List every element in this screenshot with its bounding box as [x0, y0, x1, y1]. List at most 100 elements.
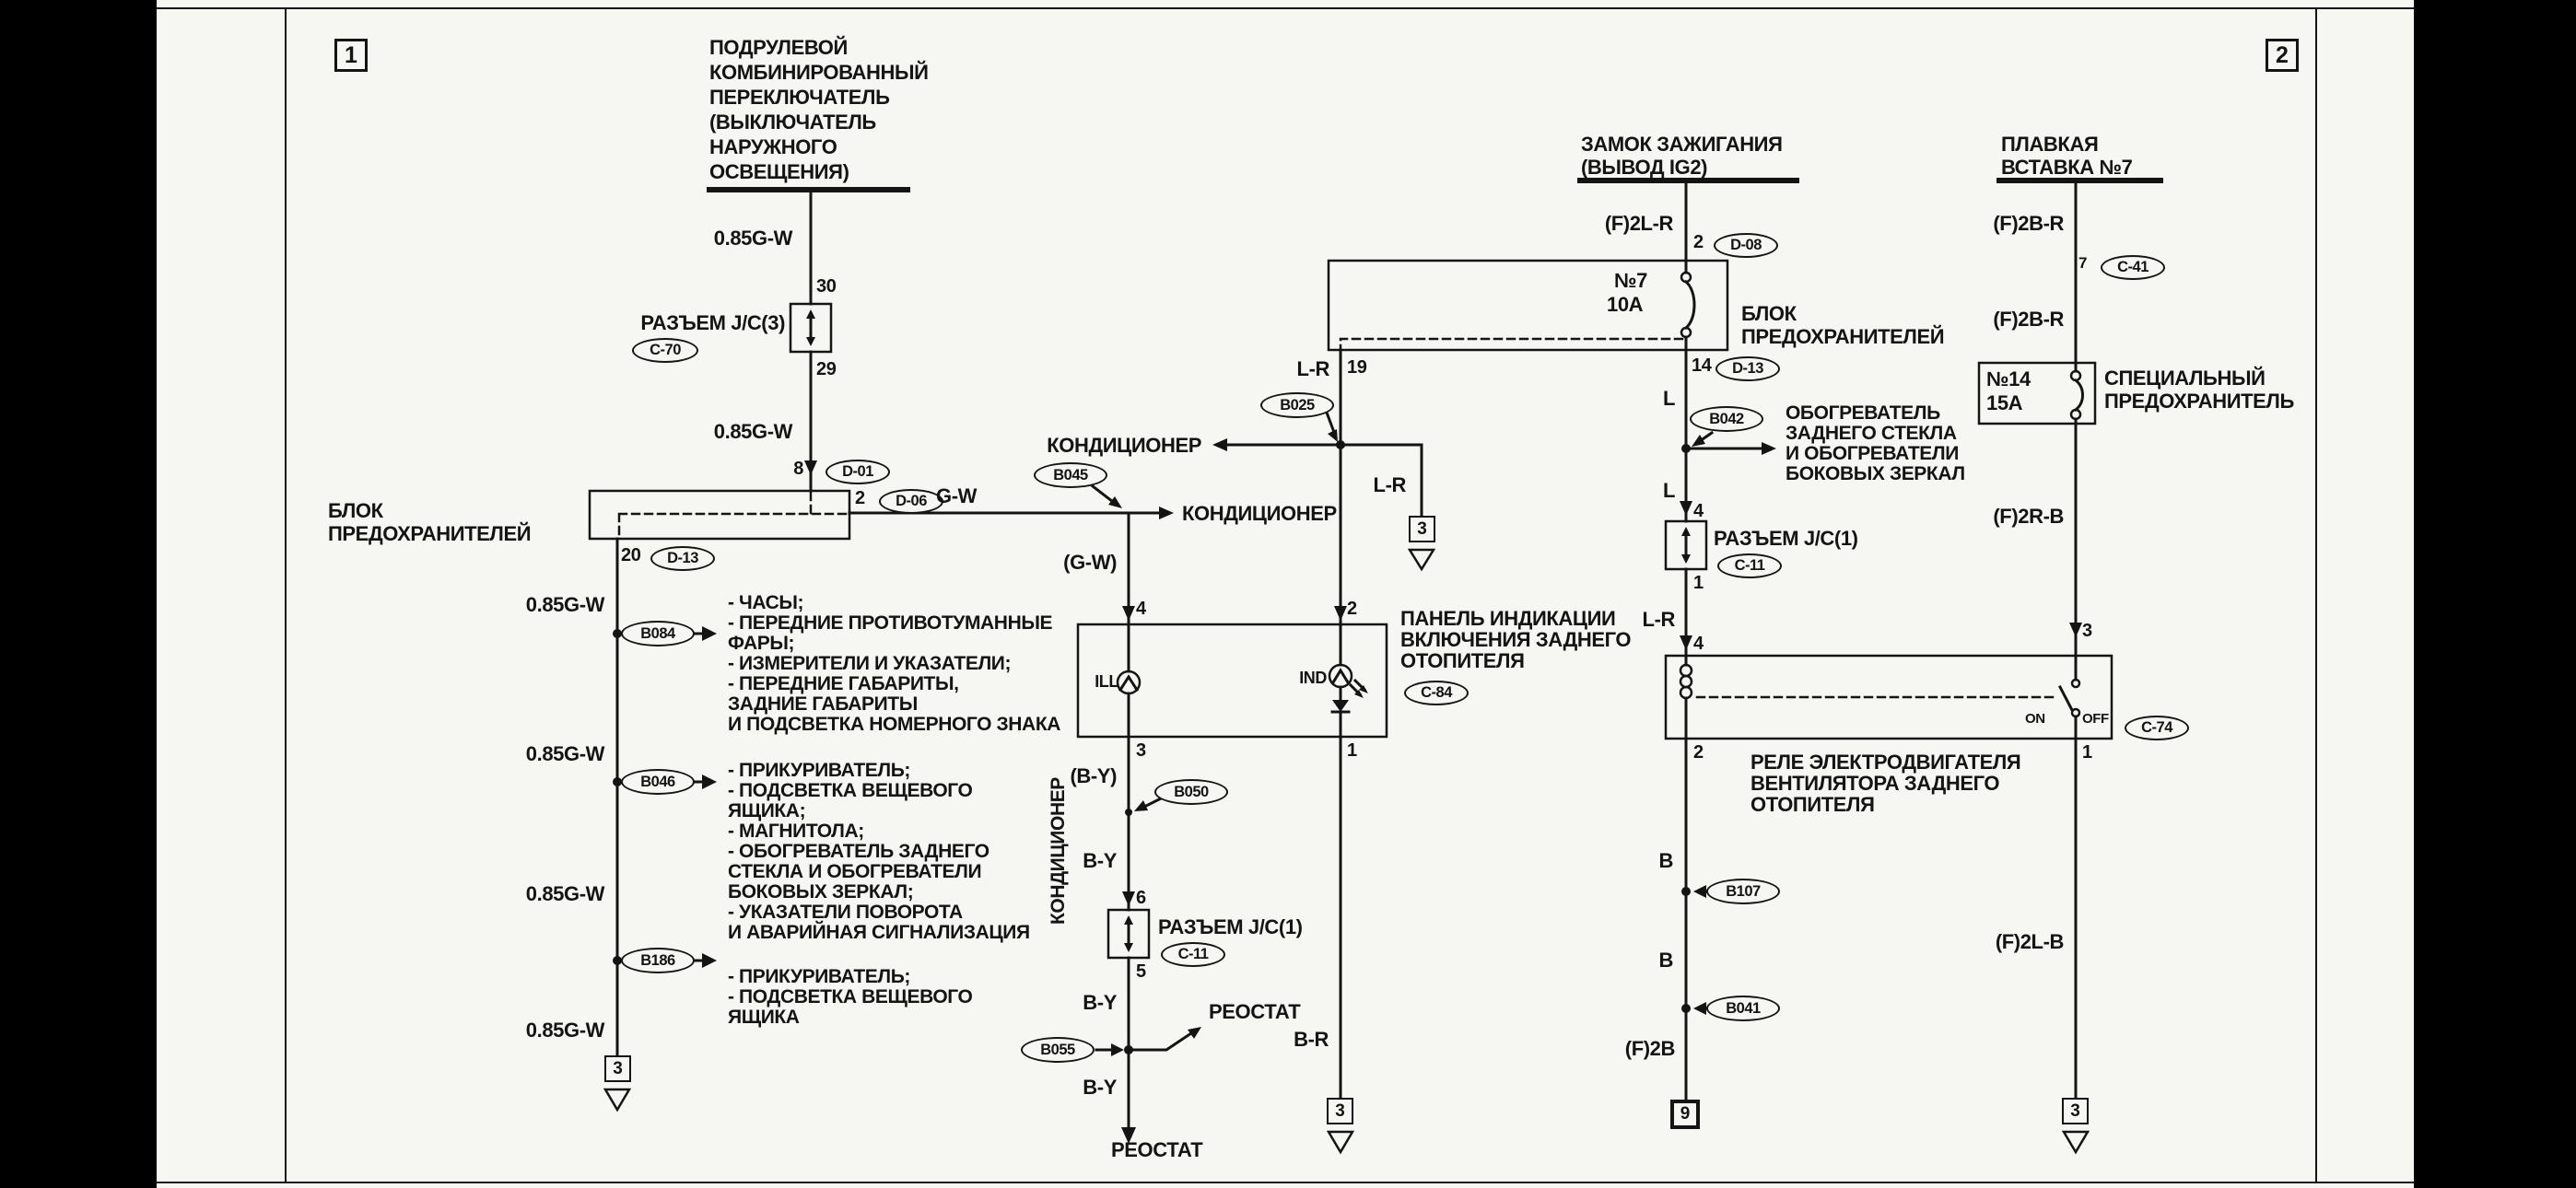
wire-label-lr-2: L-R — [1373, 473, 1407, 496]
offpage-marker-mid-3: 3 — [1409, 516, 1435, 542]
pin-1-jc: 1 — [1693, 573, 1704, 593]
jc1-label-2: РАЗЪЕМ J/C(1) — [1714, 527, 1858, 550]
fuse14-rating: 15A — [1986, 391, 2023, 414]
wire-label-085gw-5: 0.85G-W — [525, 882, 605, 905]
ind-label: IND — [1299, 669, 1327, 687]
wire-label-gw-paren: (G-W) — [1063, 551, 1117, 574]
wire-label-f2rb: (F)2R-B — [1993, 505, 2064, 528]
wire-label-f2lr: (F)2L-R — [1604, 212, 1674, 235]
wire-label-f2b: (F)2B — [1624, 1037, 1676, 1060]
pin-20: 20 — [621, 545, 641, 565]
connector-b025: B025 — [1260, 392, 1334, 418]
page-marker-1: 1 — [334, 39, 368, 72]
jc3-label: РАЗЪЕМ J/C(3) — [640, 311, 785, 334]
aircon-label-2: КОНДИЦИОНЕР — [1047, 434, 1201, 457]
pin-3-relay: 3 — [2082, 621, 2092, 641]
switch-branch-lines — [588, 187, 1174, 1112]
pin-30: 30 — [816, 276, 837, 297]
connector-d01: D-01 — [825, 460, 890, 484]
connector-c70: C-70 — [632, 338, 698, 363]
wire-label-by-3: B-Y — [1083, 1076, 1117, 1099]
load-list-1: - ЧАСЫ; - ПЕРЕДНИЕ ПРОТИВОТУМАННЫЕ ФАРЫ;… — [728, 592, 1060, 735]
pin-19: 19 — [1347, 357, 1367, 378]
load-list-2: - ПРИКУРИВАТЕЛЬ; - ПОДСВЕТКА ВЕЩЕВОГО ЯЩ… — [728, 760, 1030, 943]
fusible-link-title: ПЛАВКАЯ ВСТАВКА №7 — [2001, 133, 2133, 179]
pin-2-relay: 2 — [1693, 742, 1704, 763]
pin-1-ind: 1 — [1347, 740, 1357, 761]
pin-4-panel: 4 — [1136, 599, 1146, 619]
special-fuse-label: СПЕЦИАЛЬНЫЙ ПРЕДОХРАНИТЕЛЬ — [2104, 367, 2294, 413]
wire-label-l-1: L — [1662, 387, 1675, 410]
wire-label-085gw-6: 0.85G-W — [525, 1019, 605, 1042]
wire-label-by-2: B-Y — [1083, 991, 1117, 1014]
connector-b084: B084 — [621, 621, 695, 646]
ill-label: ILL — [1095, 672, 1118, 691]
pin-7: 7 — [2078, 254, 2088, 272]
pin-5: 5 — [1136, 961, 1146, 982]
connector-b041: B041 — [1706, 996, 1780, 1021]
wire-label-085gw-1: 0.85G-W — [713, 227, 793, 250]
wire-label-085gw-3: 0.85G-W — [525, 593, 605, 616]
pin-2-ind: 2 — [1347, 599, 1357, 619]
offpage-marker-br-3: 3 — [1327, 1098, 1353, 1124]
connector-d13-2: D-13 — [1715, 356, 1780, 381]
offpage-marker-left-3: 3 — [604, 1055, 631, 1082]
connector-b042: B042 — [1690, 406, 1763, 432]
wire-label-lr-1: L-R — [1296, 357, 1330, 380]
page-marker-2: 2 — [2266, 39, 2299, 72]
wire-label-lr-3: L-R — [1642, 608, 1676, 631]
wire-label-f2br-1: (F)2B-R — [1993, 212, 2064, 235]
wire-label-b-2: B — [1658, 949, 1674, 972]
pin-29: 29 — [816, 359, 837, 379]
connector-d13-1: D-13 — [650, 546, 715, 571]
rear-defogger-label: ОБОГРЕВАТЕЛЬ ЗАДНЕГО СТЕКЛА И ОБОГРЕВАТЕ… — [1786, 402, 1965, 484]
wire-label-b-1: B — [1658, 849, 1674, 872]
connector-b107: B107 — [1706, 879, 1780, 904]
panel-branch-lines — [1076, 483, 1388, 1144]
wire-label-gw: G-W — [935, 484, 977, 507]
connector-b045: B045 — [1034, 462, 1107, 488]
panel-label: ПАНЕЛЬ ИНДИКАЦИИ ВКЛЮЧЕНИЯ ЗАДНЕГО ОТОПИ… — [1400, 607, 1632, 672]
fuse7-rating: 10A — [1607, 293, 1644, 316]
wire-label-by-1: B-Y — [1083, 849, 1117, 872]
wire-label-br: B-R — [1294, 1028, 1329, 1051]
fuse14-number: №14 — [1986, 367, 2031, 390]
pin-14: 14 — [1692, 355, 1712, 376]
pin-3-panel: 3 — [1136, 740, 1146, 761]
connector-d08: D-08 — [1714, 233, 1778, 258]
offpage-marker-9: 9 — [1670, 1100, 1700, 1129]
switch-title: ПОДРУЛЕВОЙ КОМБИНИРОВАННЫЙ ПЕРЕКЛЮЧАТЕЛЬ… — [709, 36, 929, 183]
connector-b046: B046 — [621, 769, 695, 795]
ignition-branch-lines — [1212, 178, 2113, 1155]
relay-label: РЕЛЕ ЭЛЕКТРОДВИГАТЕЛЯ ВЕНТИЛЯТОРА ЗАДНЕГ… — [1751, 751, 2021, 816]
wire-label-f2br-2: (F)2B-R — [1993, 308, 2064, 331]
connector-b050: B050 — [1154, 779, 1228, 805]
pin-8: 8 — [793, 459, 803, 479]
fusible-branch-lines — [1977, 178, 2163, 1155]
connector-c11-2: C-11 — [1717, 553, 1782, 578]
connector-c11-1: C-11 — [1161, 942, 1225, 967]
pin-1-relay-right: 1 — [2082, 742, 2092, 763]
load-list-3: - ПРИКУРИВАТЕЛЬ; - ПОДСВЕТКА ВЕЩЕВОГО ЯЩ… — [728, 966, 973, 1028]
connector-b186: B186 — [621, 948, 695, 973]
connector-d06: D-06 — [879, 489, 943, 514]
pin-4-jc: 4 — [1693, 501, 1704, 521]
pin-6: 6 — [1136, 888, 1146, 908]
pin-4-relay: 4 — [1693, 634, 1704, 654]
page-frame — [156, 7, 2415, 1183]
pin-2-d06: 2 — [855, 488, 865, 508]
wire-label-by-paren: (B-Y) — [1070, 764, 1117, 787]
fuse7-number: №7 — [1614, 269, 1647, 292]
connector-c84: C-84 — [1404, 681, 1469, 705]
schematic-page — [157, 0, 2414, 1188]
relay-on-label: ON — [2025, 711, 2045, 727]
fuse-block-label-1: БЛОК ПРЕДОХРАНИТЕЛЕЙ — [328, 499, 532, 545]
relay-off-label: OFF — [2082, 711, 2109, 727]
aircon-label-1: КОНДИЦИОНЕР — [1182, 502, 1337, 525]
offpage-marker-right-3: 3 — [2062, 1098, 2089, 1124]
wire-label-f2lb: (F)2L-B — [1995, 930, 2065, 953]
ignition-title: ЗАМОК ЗАЖИГАНИЯ (ВЫВОД IG2) — [1581, 133, 1783, 179]
wire-label-085gw-4: 0.85G-W — [525, 742, 605, 765]
